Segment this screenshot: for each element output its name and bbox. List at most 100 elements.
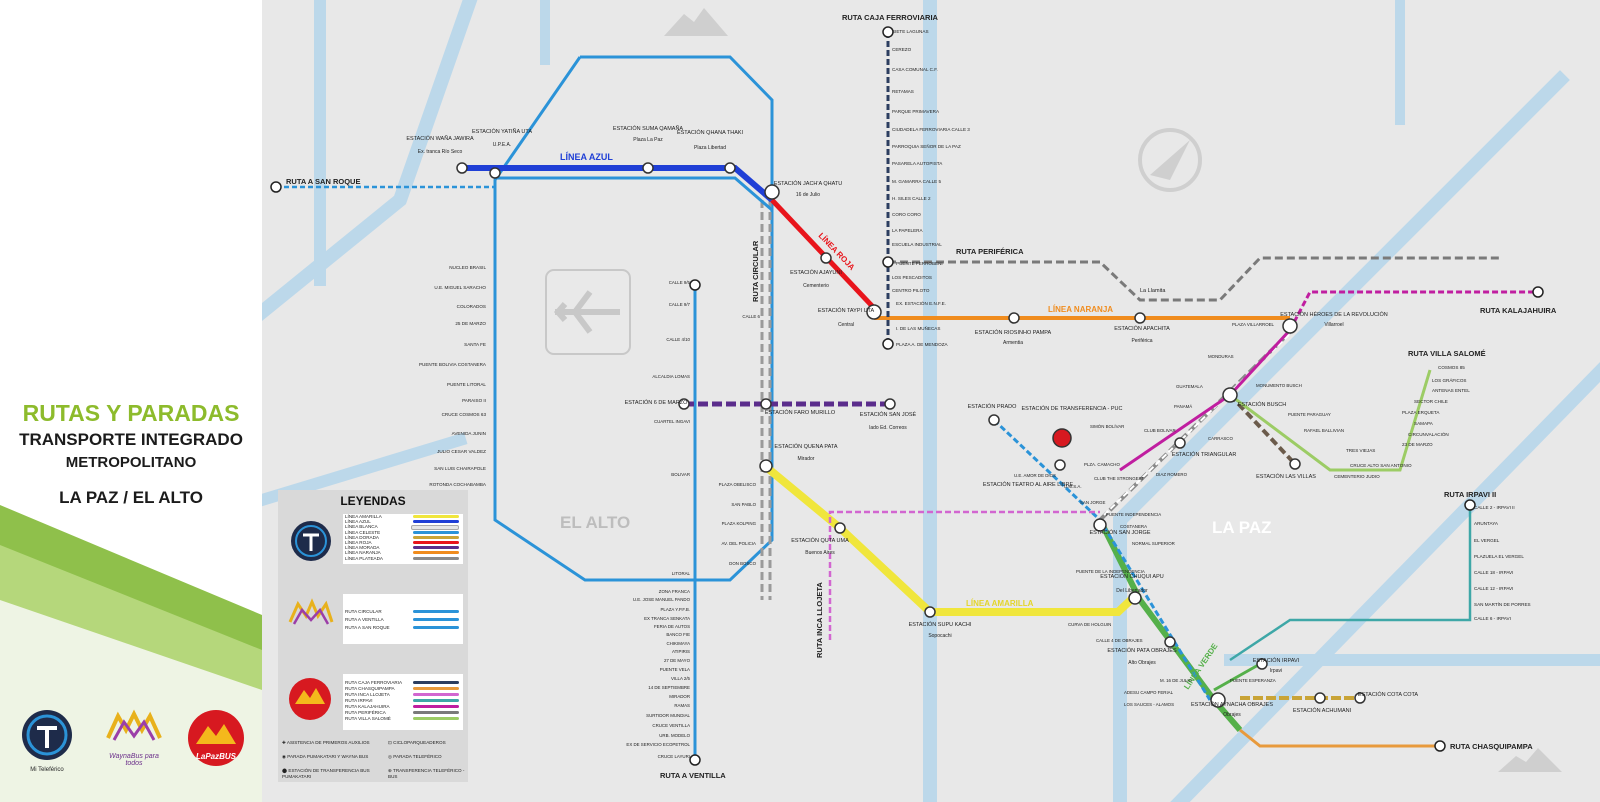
station-busch-marker[interactable] (1222, 387, 1238, 403)
villa-salome-route (1229, 369, 1432, 472)
bus-icon-caja[interactable] (882, 26, 894, 38)
route-kalajahuira: RUTA KALAJAHUIRA (1480, 306, 1557, 315)
stop-label: SAMAPA (1414, 421, 1434, 426)
legend-row: LÍNEA AMARILLA (343, 514, 463, 519)
stop-label: PLAZA OBELISCO (719, 482, 757, 487)
station-label: ESTACIÓN QHANA THAKI (677, 129, 744, 136)
station-achumani-marker[interactable] (1314, 692, 1326, 704)
stop-label: SAN JORGE (1080, 500, 1105, 505)
stop-label: PUENTE INDEPENDENCIA (1106, 512, 1161, 517)
station-label: ESTACIÓN APACHITA (1114, 325, 1170, 332)
stop-label: DIAZ ROMERO (1156, 472, 1188, 477)
station-patao-marker[interactable] (1164, 636, 1176, 648)
legend-label: LÍNEA PLATEADA (345, 555, 383, 561)
bus-icon-callefive[interactable] (689, 279, 701, 291)
mi-teleferico-logo: Mi Teleférico (20, 708, 74, 773)
stop-label: CLUB THE STRONGEST (1094, 476, 1144, 481)
station-sub: Periférica (1131, 338, 1152, 344)
stop-label: LOS SAUCES - ALAMOS (1124, 702, 1174, 707)
station-sub: Plaza La Paz (633, 137, 663, 143)
legend-label: RUTA PERIFÉRICA (345, 710, 386, 715)
stop-label: CRUCE COSMOS 63 (442, 412, 487, 417)
legend-swatch (413, 626, 459, 629)
stop-label: CALLE 4 DE OBRAJES (1096, 638, 1143, 643)
legend-label: LÍNEA DORADA (345, 534, 379, 540)
stop-label: PLAZUELA EL VERGEL (1474, 554, 1524, 559)
legend-symbol-row: ◎ PARADA TELEFÉRICO (388, 754, 442, 759)
stop-label: U.E. JOSE MANUEL PANDO (633, 597, 691, 602)
legend-row: RUTA INCA LLOJETA (343, 692, 463, 698)
station-label: ESTACIÓN CHUQUI APU (1100, 573, 1163, 580)
station-riosinho-marker[interactable] (1008, 312, 1020, 324)
station-suma-marker[interactable] (642, 162, 654, 174)
stop-label: PUENTE PARAGUAY (1288, 412, 1331, 417)
bus-icon-san-roque[interactable] (270, 181, 282, 193)
label-linea-azul: LÍNEA AZUL (560, 152, 613, 162)
inca-llojeta-route (828, 510, 1100, 640)
station-heroes-marker[interactable] (1282, 318, 1298, 334)
station-qutauma-marker[interactable] (834, 522, 846, 534)
stop-label: CRUCE VENTILLA (652, 723, 690, 728)
stop-label: SAN MARTÍN DE PORRES (1474, 601, 1531, 607)
bus-icon-mendoza[interactable] (882, 338, 894, 350)
stop-label: VILLA 2/5 (671, 676, 691, 681)
station-sub: Plaza Libertad (694, 145, 726, 151)
bus-icon-irpavi[interactable] (1464, 499, 1476, 511)
lapazbus-logo: LaPazBUS (186, 708, 246, 773)
stop-label: NUCLEO BRASIL (449, 265, 486, 270)
stop-label: NORMAL SUPERIOR (1132, 541, 1175, 546)
station-sanjorge-marker[interactable] (1093, 518, 1107, 532)
legend-symbol-row: ◉ PARADA PUMAKATARI Y WAYNA BUS (282, 754, 369, 759)
station-supukachi-marker[interactable] (924, 606, 936, 618)
bus-icon-periferica[interactable] (882, 256, 894, 268)
stop-label: CEREZO (892, 47, 912, 52)
stop-label: CALLE 12 - IRPAVI (1474, 586, 1513, 591)
station-yatina-marker[interactable] (489, 167, 501, 179)
station-prado-marker[interactable] (988, 414, 1000, 426)
station-chuqui-marker[interactable] (1128, 591, 1142, 605)
villas-line (1228, 393, 1297, 466)
legend-label: RUTA IRPAVI (345, 698, 373, 703)
label-linea-amarilla: LÍNEA AMARILLA (966, 599, 1034, 608)
stop-label: CALLE 18 - IRPAVI (1474, 570, 1513, 575)
stop-label: SANTA FE (464, 342, 486, 347)
legend-swatch (413, 540, 459, 544)
station-irpavi-marker[interactable] (1256, 658, 1268, 670)
station-sub: Sopocachi (928, 633, 951, 639)
station-sub: Del Libertador (1116, 588, 1148, 594)
station-teatro-marker[interactable] (1054, 459, 1066, 471)
legend-swatch (413, 551, 459, 555)
legend-symbol-label: ASISTENCIA DE PRIMEROS AUXILIOS (286, 740, 370, 745)
legend-swatch (413, 618, 459, 621)
legend-label: RUTA A SAN ROQUE (345, 625, 390, 630)
sidebar-green-graphic (0, 505, 262, 802)
station-faro-marker[interactable] (760, 398, 772, 410)
station-wana-marker[interactable] (456, 162, 468, 174)
legend-label: RUTA CHASQUIPAMPA (345, 686, 395, 691)
station-label: ESTACIÓN TAYPI UTA (818, 307, 875, 314)
station-qhana-marker[interactable] (724, 162, 736, 174)
station-aynacha-marker[interactable] (1210, 692, 1226, 708)
station-taypi-marker[interactable] (866, 304, 882, 320)
station-puc-marker[interactable] (1052, 428, 1072, 448)
station-quenapata-marker[interactable] (759, 459, 773, 473)
station-jachaqhatu-marker[interactable] (764, 184, 780, 200)
stop-label: SECTOR CHILE (1414, 399, 1448, 404)
bus-icon-chasquipampa[interactable] (1434, 740, 1446, 752)
station-cotacota-marker[interactable] (1354, 692, 1366, 704)
stop-label: I. DE LAS MUÑECAS (896, 325, 940, 331)
station-seismarzo-marker[interactable] (678, 398, 690, 410)
stop-label: RAFAEL BALLIVIAN (1304, 428, 1344, 433)
station-villas-marker[interactable] (1289, 458, 1301, 470)
stop-label: M. 16 DE JULIO (1160, 678, 1193, 683)
legend-swatch (413, 705, 459, 708)
bus-icon-kalajahuira[interactable] (1532, 286, 1544, 298)
station-label: ESTACIÓN 6 DE MARZO (625, 399, 689, 406)
station-sanjose-marker[interactable] (884, 398, 896, 410)
station-label: ESTACIÓN RIOSINHO PAMPA (975, 329, 1052, 336)
station-apachita-marker[interactable] (1134, 312, 1146, 324)
bus-icon-ventilla[interactable] (689, 754, 701, 766)
stop-label: PLAZA ERQUETA (1402, 410, 1440, 415)
station-ajayuni-marker[interactable] (820, 252, 832, 264)
station-triangular-marker[interactable] (1174, 437, 1186, 449)
